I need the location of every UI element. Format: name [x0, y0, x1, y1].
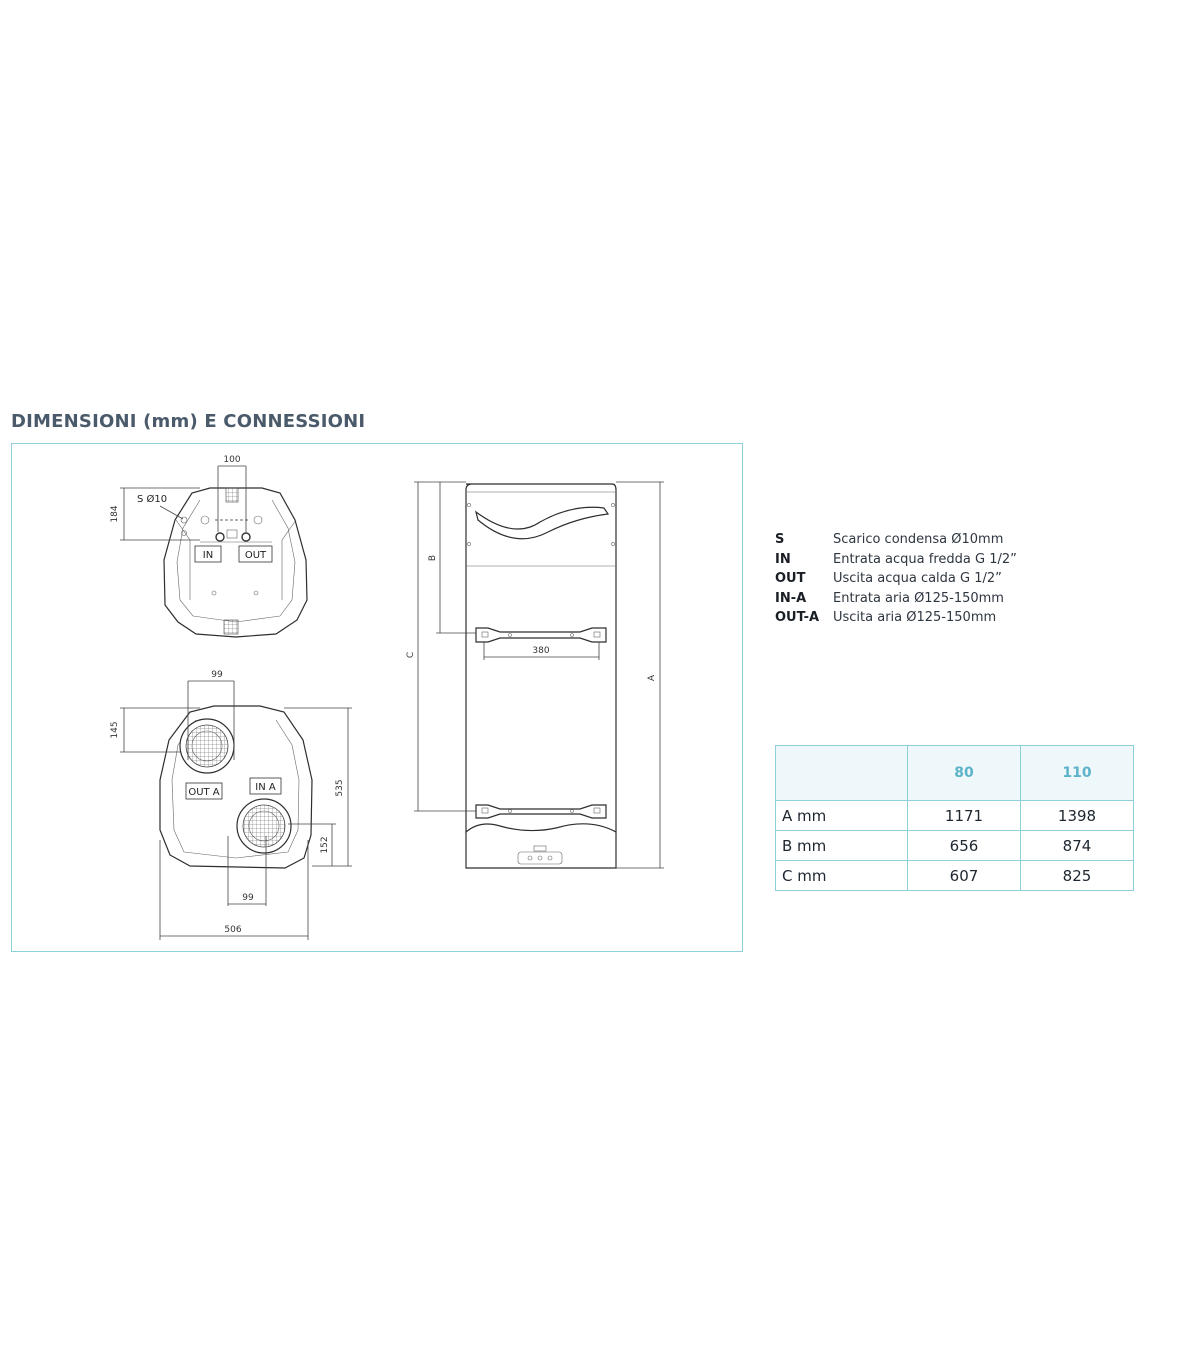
- connection-legend: S Scarico condensa Ø10mm IN Entrata acqu…: [775, 530, 1017, 628]
- legend-item-out: OUT Uscita acqua calda G 1/2”: [775, 569, 1017, 589]
- value-110: 874: [1020, 830, 1134, 861]
- side-view: 380 B C A: [406, 481, 664, 869]
- dim-380: 380: [532, 646, 549, 656]
- dim-506: 506: [224, 925, 241, 935]
- dim-99-top: 99: [211, 670, 223, 680]
- dim-145: 145: [110, 721, 120, 738]
- dim-b: B: [428, 555, 438, 561]
- dim-100: 100: [223, 455, 240, 465]
- bottom-view: OUT A IN A 99 145 535 152 99 506: [110, 670, 352, 940]
- dim-a: A: [647, 674, 657, 681]
- value-80: 607: [907, 860, 1021, 891]
- row-label: A mm: [775, 800, 908, 831]
- out-label: OUT: [245, 550, 267, 561]
- dimensions-table: 80 110 A mm 1171 1398 B mm 656 874 C mm …: [775, 745, 1134, 891]
- legend-desc: Scarico condensa Ø10mm: [833, 532, 1004, 548]
- value-80: 656: [907, 830, 1021, 861]
- row-label: C mm: [775, 860, 908, 891]
- legend-desc: Entrata acqua fredda G 1/2”: [833, 551, 1017, 567]
- row-label: B mm: [775, 830, 908, 861]
- drain-label: S Ø10: [137, 493, 167, 505]
- legend-code: OUT: [775, 571, 806, 587]
- dim-152: 152: [320, 836, 330, 853]
- top-view: IN OUT 100 184 S Ø10: [110, 455, 308, 638]
- legend-code: IN: [775, 551, 791, 567]
- table-header-110: 110: [1020, 745, 1134, 801]
- legend-code: OUT-A: [775, 610, 820, 626]
- out-a-label: OUT A: [188, 787, 219, 798]
- dim-c: C: [406, 652, 416, 658]
- legend-desc: Uscita aria Ø125-150mm: [833, 610, 997, 626]
- table-row: C mm 607 825: [775, 860, 1134, 891]
- table-header-empty: [775, 745, 908, 801]
- table-row: A mm 1171 1398: [775, 800, 1134, 831]
- diagram-frame: [11, 443, 743, 952]
- legend-item-in: IN Entrata acqua fredda G 1/2”: [775, 550, 1017, 570]
- legend-code: IN-A: [775, 590, 807, 606]
- in-a-label: IN A: [255, 782, 276, 793]
- legend-code: S: [775, 532, 785, 548]
- legend-desc: Uscita acqua calda G 1/2”: [833, 571, 1002, 587]
- table-header-80: 80: [907, 745, 1021, 801]
- dim-99-bottom: 99: [242, 893, 254, 903]
- table-header-row: 80 110: [775, 745, 1134, 801]
- value-110: 825: [1020, 860, 1134, 891]
- legend-item-in-a: IN-A Entrata aria Ø125-150mm: [775, 589, 1017, 609]
- value-110: 1398: [1020, 800, 1134, 831]
- legend-desc: Entrata aria Ø125-150mm: [833, 590, 1004, 606]
- table-row: B mm 656 874: [775, 830, 1134, 861]
- legend-item-s: S Scarico condensa Ø10mm: [775, 530, 1017, 550]
- value-80: 1171: [907, 800, 1021, 831]
- dim-535: 535: [335, 779, 345, 796]
- in-label: IN: [203, 550, 213, 561]
- page-title: DIMENSIONI (mm) E CONNESSIONI: [11, 411, 366, 432]
- legend-item-out-a: OUT-A Uscita aria Ø125-150mm: [775, 608, 1017, 628]
- dim-184: 184: [110, 505, 120, 522]
